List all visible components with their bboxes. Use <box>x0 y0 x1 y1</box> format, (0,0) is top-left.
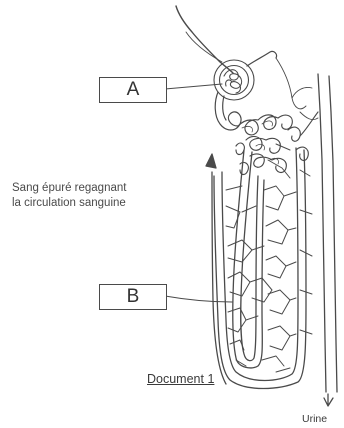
label-box-b: B <box>99 284 167 310</box>
distal-connection <box>300 112 318 136</box>
capillary-network <box>226 144 312 372</box>
blood-caption-line-2: la circulation sanguine <box>12 196 126 210</box>
leader-line-a <box>165 84 222 89</box>
peritubular-capillary <box>276 58 318 120</box>
loop-of-henle <box>233 150 264 368</box>
urine-arrow <box>324 394 333 406</box>
collecting-duct <box>318 74 326 392</box>
label-box-a: A <box>99 77 167 103</box>
label-a-text: A <box>127 79 140 100</box>
leader-line-b <box>165 296 232 302</box>
urine-label: Urine <box>302 413 327 425</box>
proximal-tubule <box>215 92 241 130</box>
blood-caption-line-1: Sang épuré regagnant <box>12 181 126 195</box>
efferent-arteriole <box>247 51 277 66</box>
label-b-text: B <box>127 286 140 307</box>
document-title: Document 1 <box>147 372 214 386</box>
vasa-recta <box>214 150 306 389</box>
arteriole-strand <box>186 32 222 62</box>
